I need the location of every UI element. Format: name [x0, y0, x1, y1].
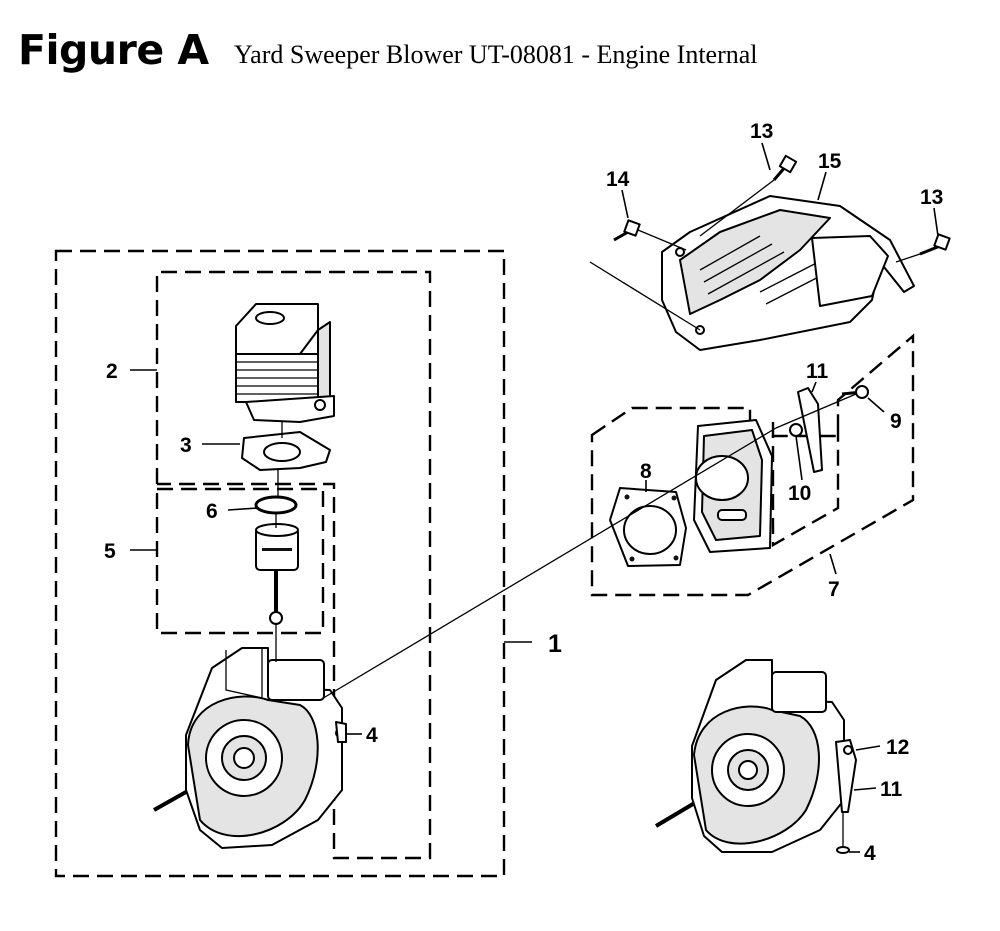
callout-4-left: 4 [366, 724, 378, 747]
piston-and-rod [255, 523, 299, 625]
leader-13-right [933, 207, 939, 237]
figure-title: Yard Sweeper Blower UT-08081 - Engine In… [234, 40, 758, 69]
piston-ring [254, 495, 298, 515]
crankcase-deck-alt [771, 671, 827, 713]
muffler-gasket-bolt-hole [624, 494, 630, 500]
crankcase-shaft-seat-alt [738, 760, 758, 780]
callout-13-right: 13 [920, 186, 943, 209]
callout-3: 3 [180, 434, 192, 457]
screw-4-left-body [335, 721, 347, 743]
screw-14-line-b [589, 261, 701, 331]
muffler-bracket [789, 385, 869, 473]
cylinder-base-flange [245, 395, 335, 423]
screw-13-line [699, 179, 775, 237]
piston-crown [255, 523, 299, 537]
callout-1: 1 [548, 630, 562, 658]
callout-numbers: 1 2 3 4 4 5 6 7 8 9 10 11 11 12 13 13 14… [104, 120, 943, 865]
cover-vent-slot [699, 235, 761, 271]
group-box-muffler-inner [771, 422, 840, 548]
bracket-part-11-alt [835, 739, 857, 813]
bracket-part-11 [797, 387, 823, 473]
cylinder-spark-plug-hole [255, 311, 285, 325]
muffler-outlet [695, 455, 749, 501]
crankcase-rib [225, 648, 263, 699]
bolt-part-9-head [855, 385, 869, 399]
gasket-hole [263, 442, 301, 462]
screw-14-head [623, 219, 641, 237]
assembly-boundaries [54, 249, 915, 878]
muffler-gasket-bolt-hole [673, 555, 679, 561]
callout-leaders [130, 142, 939, 853]
crankcase-assembly-alt [654, 659, 857, 854]
callout-4-right: 4 [864, 842, 876, 865]
muffler-gasket-bolt-hole [671, 495, 677, 501]
screw-14-line [637, 229, 687, 251]
screw-4-left [335, 721, 347, 743]
cover-screws [613, 154, 951, 256]
cylinder-side [317, 321, 331, 403]
leader-11-top [811, 381, 817, 393]
screw-13-top-head [778, 154, 798, 174]
cover-housing-box [811, 235, 889, 307]
callout-13-top: 13 [750, 120, 773, 143]
connecting-rod-end [269, 611, 283, 625]
screw-13-right-line [895, 253, 921, 263]
assembly-lines [275, 179, 921, 701]
callout-5: 5 [104, 540, 116, 563]
group-box-muffler [590, 333, 915, 597]
leader-14 [621, 189, 629, 219]
group-box-engine-assembly [54, 249, 506, 878]
screw-13-right-head [933, 233, 951, 251]
crankcase-shaft-seat [233, 747, 255, 769]
leader-7 [829, 553, 837, 575]
muffler-gasket-bolt-hole [629, 556, 635, 562]
cover-vent-slot [703, 243, 773, 283]
callout-2: 2 [106, 360, 118, 383]
bracket-bolt-12 [843, 745, 853, 755]
callout-8: 8 [640, 460, 652, 483]
leader-15 [817, 171, 827, 201]
bolt-assembly-line [775, 393, 857, 429]
group-box-piston [155, 487, 325, 635]
callout-9: 9 [890, 410, 902, 433]
group-box-cylinder [155, 270, 432, 860]
callout-10: 10 [788, 482, 811, 505]
exhaust-assembly-line [319, 427, 777, 701]
crankcase-assembly [153, 647, 345, 849]
muffler-slot [717, 509, 747, 521]
leader-12 [855, 745, 881, 751]
cylinder-gasket [241, 431, 331, 471]
muffler-gasket [609, 487, 687, 567]
callout-11-bottom: 11 [880, 778, 903, 801]
screw-14-shaft [613, 230, 629, 242]
cover-vent-slot [707, 251, 785, 295]
leader-9 [867, 397, 885, 413]
figure-label: Figure A [18, 26, 209, 74]
callout-12: 12 [886, 736, 909, 759]
leader-10 [795, 435, 803, 481]
piston-ring-groove [262, 548, 292, 551]
leader-6 [227, 507, 259, 511]
cylinder-port [314, 399, 326, 411]
callout-7: 7 [828, 578, 840, 601]
callout-15: 15 [818, 150, 842, 173]
screw-head-4-alt [836, 846, 850, 854]
cylinder [235, 303, 335, 423]
callout-6: 6 [206, 500, 218, 523]
muffler [693, 419, 773, 553]
leader-11-bottom [853, 787, 877, 791]
callout-11-top: 11 [806, 360, 829, 383]
cylinder-top [235, 303, 319, 355]
washer-part-10 [789, 423, 803, 437]
crankcase-deck [267, 659, 325, 701]
engine-cover [661, 195, 915, 351]
callout-14: 14 [606, 168, 630, 191]
leader-13-top [761, 142, 771, 171]
muffler-gasket-port [623, 505, 677, 555]
cover-vent-panel [679, 209, 831, 315]
